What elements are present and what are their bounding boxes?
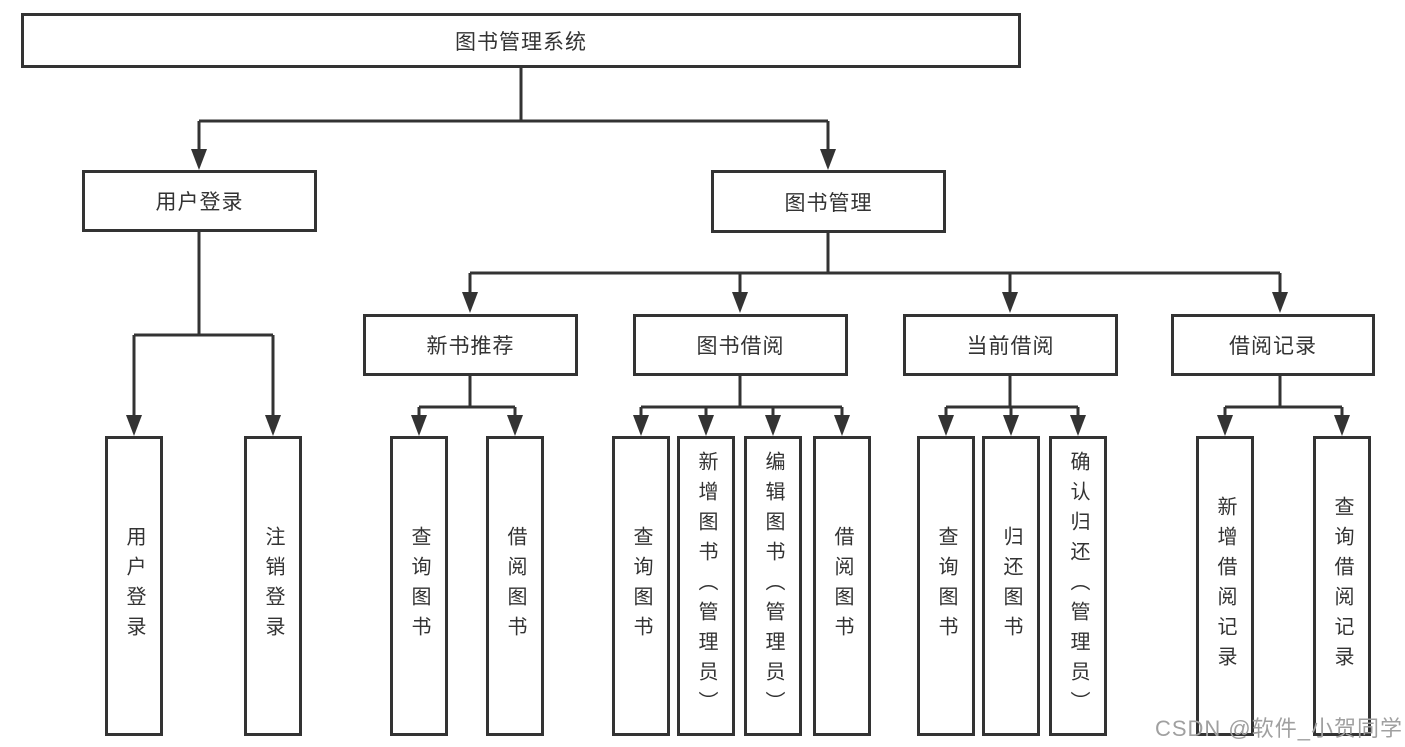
node-book-management: 图书管理 [711, 170, 946, 233]
leaf-bb-query-books-label: 查询图书 [630, 526, 652, 646]
connector-user-login-branch [132, 232, 275, 422]
connector-new-book-branch [417, 376, 517, 422]
leaf-user-login: 用户登录 [105, 436, 163, 736]
leaf-nbr-query-books: 查询图书 [390, 436, 448, 736]
node-new-book-recommend-label: 新书推荐 [426, 335, 515, 358]
leaf-nbr-borrow-books: 借阅图书 [486, 436, 544, 736]
node-current-borrowing: 当前借阅 [903, 314, 1118, 376]
leaf-bb-borrow-books-label: 借阅图书 [831, 526, 853, 646]
node-library-system-label: 图书管理系统 [455, 30, 587, 54]
node-book-borrowing-label: 图书借阅 [696, 335, 785, 358]
leaf-nbr-query-books-label: 查询图书 [408, 526, 430, 646]
leaf-cb-query-books: 查询图书 [917, 436, 975, 736]
connector-root-to-level2 [197, 68, 830, 156]
leaf-br-query-record-label: 查询借阅记录 [1331, 496, 1353, 676]
leaf-logout-label: 注销登录 [262, 526, 284, 646]
leaf-bb-add-book-admin: 新增图书（管理员） [677, 436, 735, 736]
leaf-cb-confirm-return-admin: 确认归还（管理员） [1049, 436, 1107, 736]
node-new-book-recommend: 新书推荐 [363, 314, 578, 376]
node-current-borrowing-label: 当前借阅 [966, 335, 1055, 358]
leaf-logout: 注销登录 [244, 436, 302, 736]
node-borrowing-records: 借阅记录 [1171, 314, 1375, 376]
leaf-bb-add-book-admin-label: 新增图书（管理员） [695, 451, 717, 721]
watermark: CSDN @软件_小贺同学 [1154, 716, 1403, 741]
node-user-login: 用户登录 [82, 170, 317, 232]
leaf-cb-return-books: 归还图书 [982, 436, 1040, 736]
arrowheads [126, 149, 1350, 436]
node-book-management-label: 图书管理 [784, 191, 873, 215]
node-borrowing-records-label: 借阅记录 [1229, 335, 1317, 358]
leaf-br-add-record: 新增借阅记录 [1196, 436, 1254, 736]
leaf-nbr-borrow-books-label: 借阅图书 [504, 526, 526, 646]
leaf-bb-borrow-books: 借阅图书 [813, 436, 871, 736]
connector-current-borrow-branch [944, 376, 1080, 422]
node-user-login-label: 用户登录 [155, 191, 244, 214]
leaf-cb-confirm-return-admin-label: 确认归还（管理员） [1067, 451, 1089, 721]
connector-book-borrow-branch [639, 376, 844, 422]
node-book-borrowing: 图书借阅 [633, 314, 848, 376]
leaf-br-add-record-label: 新增借阅记录 [1214, 496, 1236, 676]
node-library-system: 图书管理系统 [21, 13, 1021, 68]
connector-book-mgmt-branch [468, 233, 1282, 299]
connector-borrow-records-branch [1223, 376, 1344, 422]
leaf-cb-query-books-label: 查询图书 [935, 526, 957, 646]
leaf-br-query-record: 查询借阅记录 [1313, 436, 1371, 736]
leaf-bb-edit-book-admin: 编辑图书（管理员） [744, 436, 802, 736]
leaf-user-login-label: 用户登录 [123, 526, 145, 646]
leaf-cb-return-books-label: 归还图书 [1000, 526, 1022, 646]
leaf-bb-edit-book-admin-label: 编辑图书（管理员） [762, 451, 784, 721]
leaf-bb-query-books: 查询图书 [612, 436, 670, 736]
